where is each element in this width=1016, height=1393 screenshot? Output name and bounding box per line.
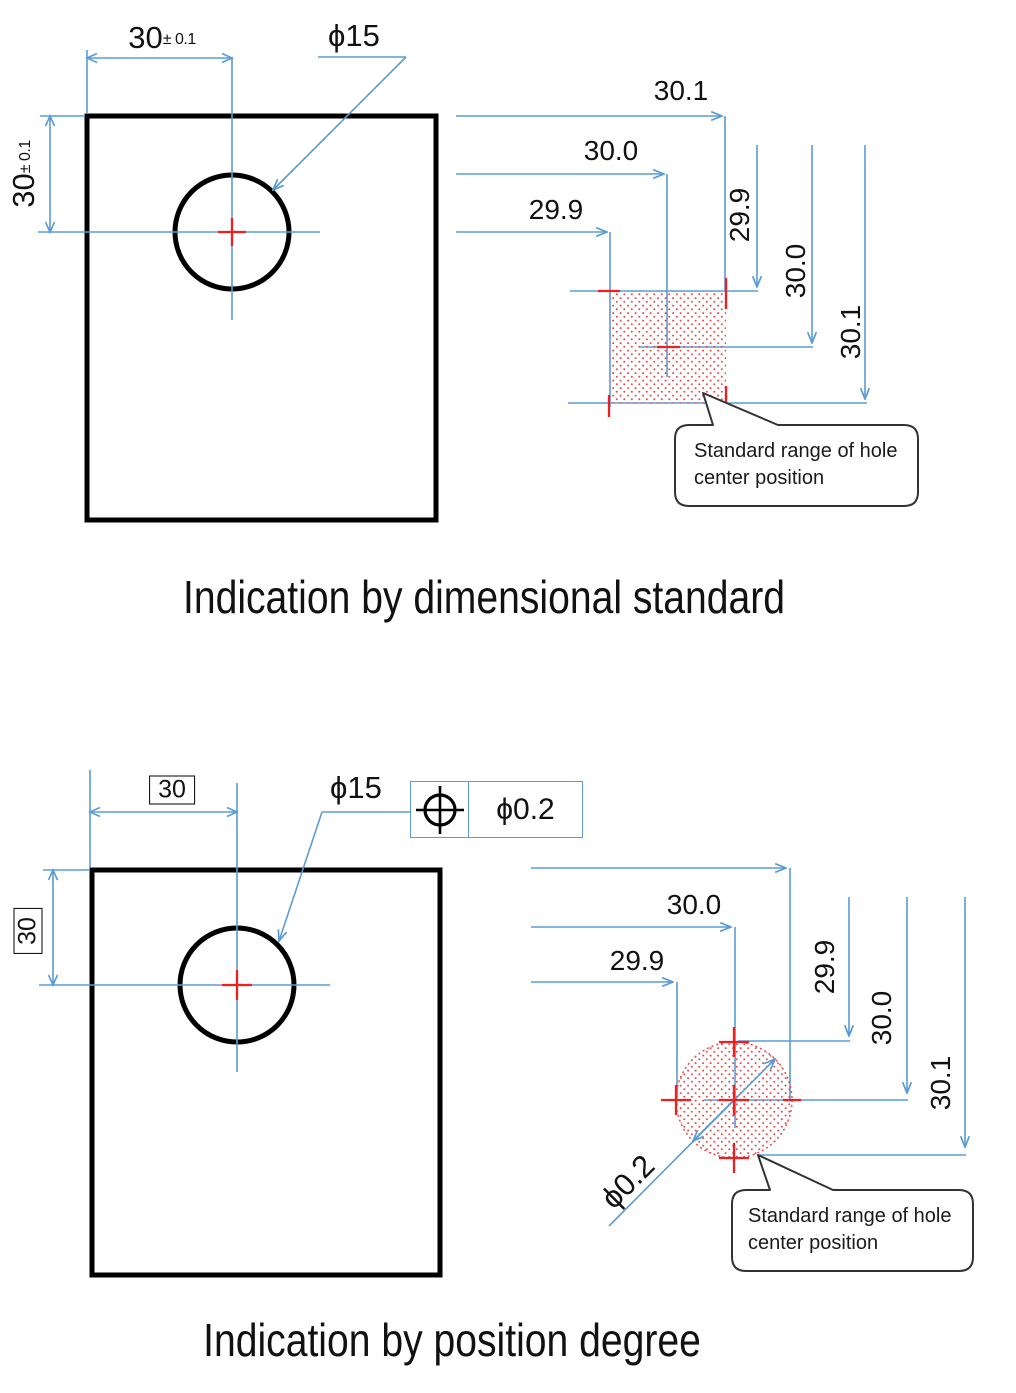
top-caption: Indication by dimensional standard bbox=[182, 571, 786, 623]
bottom-width-dim-boxed: 30 bbox=[149, 775, 195, 805]
top-callout-line2: center position bbox=[694, 467, 825, 489]
fcf-tolerance-value: ϕ0.2 bbox=[496, 792, 555, 826]
bottom-callout-bubble bbox=[731, 1154, 974, 1272]
top-y-dim-30-0: 30.0 bbox=[780, 243, 811, 299]
bottom-zone-diameter-line bbox=[608, 1059, 775, 1227]
bottom-hole-leader-line bbox=[279, 811, 410, 941]
bottom-reference-dimension-lines bbox=[531, 868, 966, 1156]
top-hole-leader-line bbox=[273, 56, 407, 190]
top-height-dim-label: 30± 0.1 bbox=[6, 140, 42, 207]
bottom-callout-line2: center position bbox=[748, 1232, 879, 1254]
bottom-caption: Indication by position degree bbox=[203, 1314, 701, 1366]
top-y-dim-29-9: 29.9 bbox=[724, 187, 755, 243]
top-callout-text: Standard range of hole center position bbox=[694, 438, 898, 492]
bottom-height-dim-boxed: 30 bbox=[13, 908, 43, 954]
bottom-centerlines bbox=[39, 783, 330, 1072]
bottom-width-dimension-line bbox=[88, 770, 239, 868]
bottom-y-dim-30-1: 30.1 bbox=[925, 1055, 956, 1111]
fcf-symbol-cell bbox=[411, 782, 469, 837]
top-part-outline bbox=[84, 113, 439, 523]
bottom-height-dimension-line bbox=[43, 868, 90, 987]
top-height-tolerance: ± 0.1 bbox=[17, 140, 34, 174]
top-x-dim-30-1: 30.1 bbox=[653, 75, 709, 106]
bottom-callout-text: Standard range of hole center position bbox=[748, 1203, 952, 1257]
bottom-hole-diameter-label: ϕ15 bbox=[330, 770, 382, 805]
bottom-callout-line1: Standard range of hole bbox=[748, 1205, 952, 1227]
top-callout-bubble bbox=[674, 392, 919, 507]
bottom-red-position-marks bbox=[222, 970, 801, 1173]
top-red-position-marks bbox=[218, 218, 728, 417]
bottom-part-outline bbox=[89, 867, 443, 1278]
top-width-tolerance: ± 0.1 bbox=[162, 31, 196, 48]
top-callout-line1: Standard range of hole bbox=[694, 440, 898, 462]
top-hole-diameter-label: ϕ15 bbox=[328, 18, 380, 53]
bottom-x-dim-30-0: 30.0 bbox=[666, 889, 722, 920]
feature-control-frame: ϕ0.2 bbox=[410, 781, 583, 838]
top-width-dim-label: 30± 0.1 bbox=[128, 20, 196, 56]
top-y-dim-30-1: 30.1 bbox=[835, 304, 866, 360]
top-height-value: 30 bbox=[6, 173, 41, 208]
bottom-y-dim-30-0: 30.0 bbox=[866, 990, 897, 1046]
top-width-dimension-line bbox=[85, 50, 234, 114]
bottom-y-dim-29-9: 29.9 bbox=[809, 939, 840, 995]
bottom-height-value: 30 bbox=[13, 917, 42, 945]
position-symbol-icon bbox=[415, 785, 464, 834]
top-x-dim-29-9: 29.9 bbox=[528, 194, 584, 225]
bottom-x-dim-29-9: 29.9 bbox=[609, 945, 665, 976]
top-width-value: 30 bbox=[128, 20, 163, 55]
top-height-dimension-line bbox=[40, 114, 85, 234]
top-centerlines bbox=[38, 57, 320, 320]
top-x-dim-30-0: 30.0 bbox=[583, 135, 639, 166]
bottom-width-value: 30 bbox=[158, 775, 186, 804]
